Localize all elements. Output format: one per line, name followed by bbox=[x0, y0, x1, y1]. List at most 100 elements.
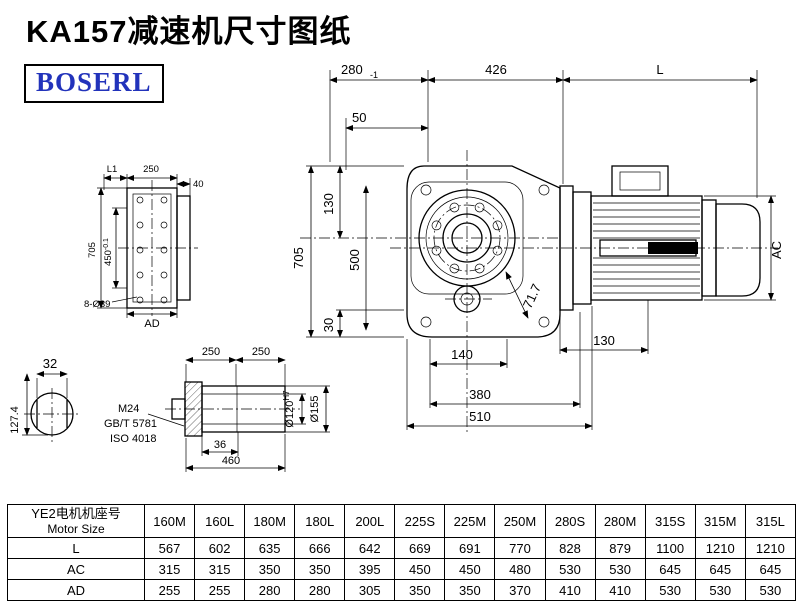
shaft-end-dimensions: 32 127.4 bbox=[9, 356, 68, 436]
table-header-row: YE2电机机座号 Motor Size 160M 160L 180M 180L … bbox=[7, 504, 797, 538]
table-row-L: L 567 602 635 666 642 669 691 770 828 87… bbox=[7, 537, 797, 559]
value-cell: 602 bbox=[194, 537, 246, 559]
motor-size-header-en: Motor Size bbox=[47, 522, 105, 536]
value-cell: 669 bbox=[394, 537, 446, 559]
value-cell: 828 bbox=[544, 537, 596, 559]
dim-460: 460 bbox=[222, 455, 240, 467]
value-cell: 410 bbox=[594, 579, 646, 601]
value-cell: 691 bbox=[444, 537, 496, 559]
dim-AD: AD bbox=[144, 318, 159, 330]
value-cell: 315 bbox=[143, 558, 196, 580]
value-cell: 305 bbox=[344, 579, 396, 601]
value-cell: 280 bbox=[294, 579, 346, 601]
value-cell: 530 bbox=[744, 579, 797, 601]
row-label: AD bbox=[7, 579, 145, 601]
dim-L: L bbox=[656, 62, 663, 77]
col-header: 280S bbox=[544, 504, 596, 538]
dim-705-main: 705 bbox=[291, 247, 306, 269]
col-header: 280M bbox=[594, 504, 646, 538]
dim-250-a: 250 bbox=[202, 346, 220, 358]
housing-corner-holes bbox=[420, 184, 550, 328]
thread-spec-m24: M24 bbox=[118, 403, 139, 415]
fan-cover bbox=[715, 203, 761, 297]
motor-size-header: YE2电机机座号 Motor Size bbox=[7, 504, 145, 538]
col-header: 225S bbox=[394, 504, 446, 538]
value-cell: 315 bbox=[194, 558, 246, 580]
dim-450: 450-0.1 bbox=[103, 238, 114, 266]
standard-iso: ISO 4018 bbox=[110, 433, 156, 445]
col-header: 315S bbox=[644, 504, 696, 538]
dim-50: 50 bbox=[352, 110, 366, 125]
value-cell: 450 bbox=[444, 558, 496, 580]
col-header: 160M bbox=[143, 504, 196, 538]
dim-705-flange: 705 bbox=[87, 242, 98, 258]
dim-510: 510 bbox=[469, 409, 491, 424]
bolt-holes bbox=[431, 202, 503, 274]
dim-130-right: 130 bbox=[593, 333, 615, 348]
value-cell: 350 bbox=[444, 579, 496, 601]
col-header: 180L bbox=[294, 504, 346, 538]
value-cell: 666 bbox=[294, 537, 346, 559]
table-row-AC: AC 315 315 350 350 395 450 450 480 530 5… bbox=[7, 558, 797, 580]
col-header: 250M bbox=[494, 504, 546, 538]
value-cell: 770 bbox=[494, 537, 546, 559]
value-cell: 395 bbox=[344, 558, 396, 580]
dim-8-d39: 8-Ø39 bbox=[84, 299, 110, 310]
col-header: 225M bbox=[444, 504, 496, 538]
standard-gb: GB/T 5781 bbox=[104, 418, 157, 430]
value-cell: 645 bbox=[744, 558, 797, 580]
main-view-centerlines bbox=[300, 150, 778, 435]
dim-280: 280 bbox=[341, 62, 363, 77]
value-cell: 530 bbox=[594, 558, 646, 580]
shaft-end-view bbox=[24, 388, 80, 442]
value-cell: 280 bbox=[244, 579, 296, 601]
shaft-view-dimensions: 250 250 M24 GB/T 5781 ISO 4018 36 460 Ø1… bbox=[104, 346, 330, 472]
flange-bolt-holes bbox=[136, 196, 168, 304]
shaft-view bbox=[165, 381, 300, 437]
value-cell: 530 bbox=[544, 558, 596, 580]
dim-140: 140 bbox=[451, 347, 473, 362]
value-cell: 645 bbox=[644, 558, 696, 580]
dim-71-7: 71.7 bbox=[520, 281, 544, 310]
dim-127-4: 127.4 bbox=[9, 406, 21, 434]
dim-32: 32 bbox=[43, 356, 57, 371]
flange-view-dimensions: L1 250 40 705 450-0.1 8-Ø39 AD bbox=[84, 164, 204, 330]
dim-30: 30 bbox=[321, 318, 336, 332]
flange-view bbox=[118, 180, 198, 316]
main-view-gearbox bbox=[406, 165, 561, 338]
dim-380: 380 bbox=[469, 387, 491, 402]
col-header: 315M bbox=[694, 504, 746, 538]
dim-250-b: 250 bbox=[252, 346, 270, 358]
col-header: 315L bbox=[744, 504, 797, 538]
dim-40: 40 bbox=[193, 179, 204, 190]
main-view-motor bbox=[559, 165, 761, 311]
dim-280-tolerance: -1 bbox=[370, 70, 378, 80]
value-cell: 1210 bbox=[694, 537, 746, 559]
technical-drawing: 280 -1 426 L 50 705 130 500 30 71.7 bbox=[9, 62, 784, 472]
value-cell: 1100 bbox=[644, 537, 696, 559]
row-label: L bbox=[7, 537, 145, 559]
terminal-box bbox=[611, 165, 669, 197]
motor-fins bbox=[593, 202, 700, 294]
dim-AC: AC bbox=[769, 241, 784, 259]
value-cell: 450 bbox=[394, 558, 446, 580]
value-cell: 350 bbox=[394, 579, 446, 601]
value-cell: 480 bbox=[494, 558, 546, 580]
motor-shaft-section bbox=[648, 242, 698, 254]
value-cell: 530 bbox=[694, 579, 746, 601]
boserl-logo: BOSERL bbox=[24, 64, 164, 103]
motor-size-table: YE2电机机座号 Motor Size 160M 160L 180M 180L … bbox=[7, 504, 797, 601]
dim-500: 500 bbox=[347, 249, 362, 271]
value-cell: 645 bbox=[694, 558, 746, 580]
value-cell: 1210 bbox=[744, 537, 797, 559]
value-cell: 350 bbox=[244, 558, 296, 580]
dim-L1: L1 bbox=[107, 164, 118, 175]
value-cell: 350 bbox=[294, 558, 346, 580]
value-cell: 635 bbox=[244, 537, 296, 559]
table-row-AD: AD 255 255 280 280 305 350 350 370 410 4… bbox=[7, 579, 797, 601]
value-cell: 255 bbox=[194, 579, 246, 601]
dim-250-flange: 250 bbox=[143, 164, 159, 175]
main-view-dimensions: 280 -1 426 L 50 705 130 500 30 71.7 bbox=[291, 62, 784, 430]
page-title: KA157减速机尺寸图纸 bbox=[26, 14, 352, 49]
